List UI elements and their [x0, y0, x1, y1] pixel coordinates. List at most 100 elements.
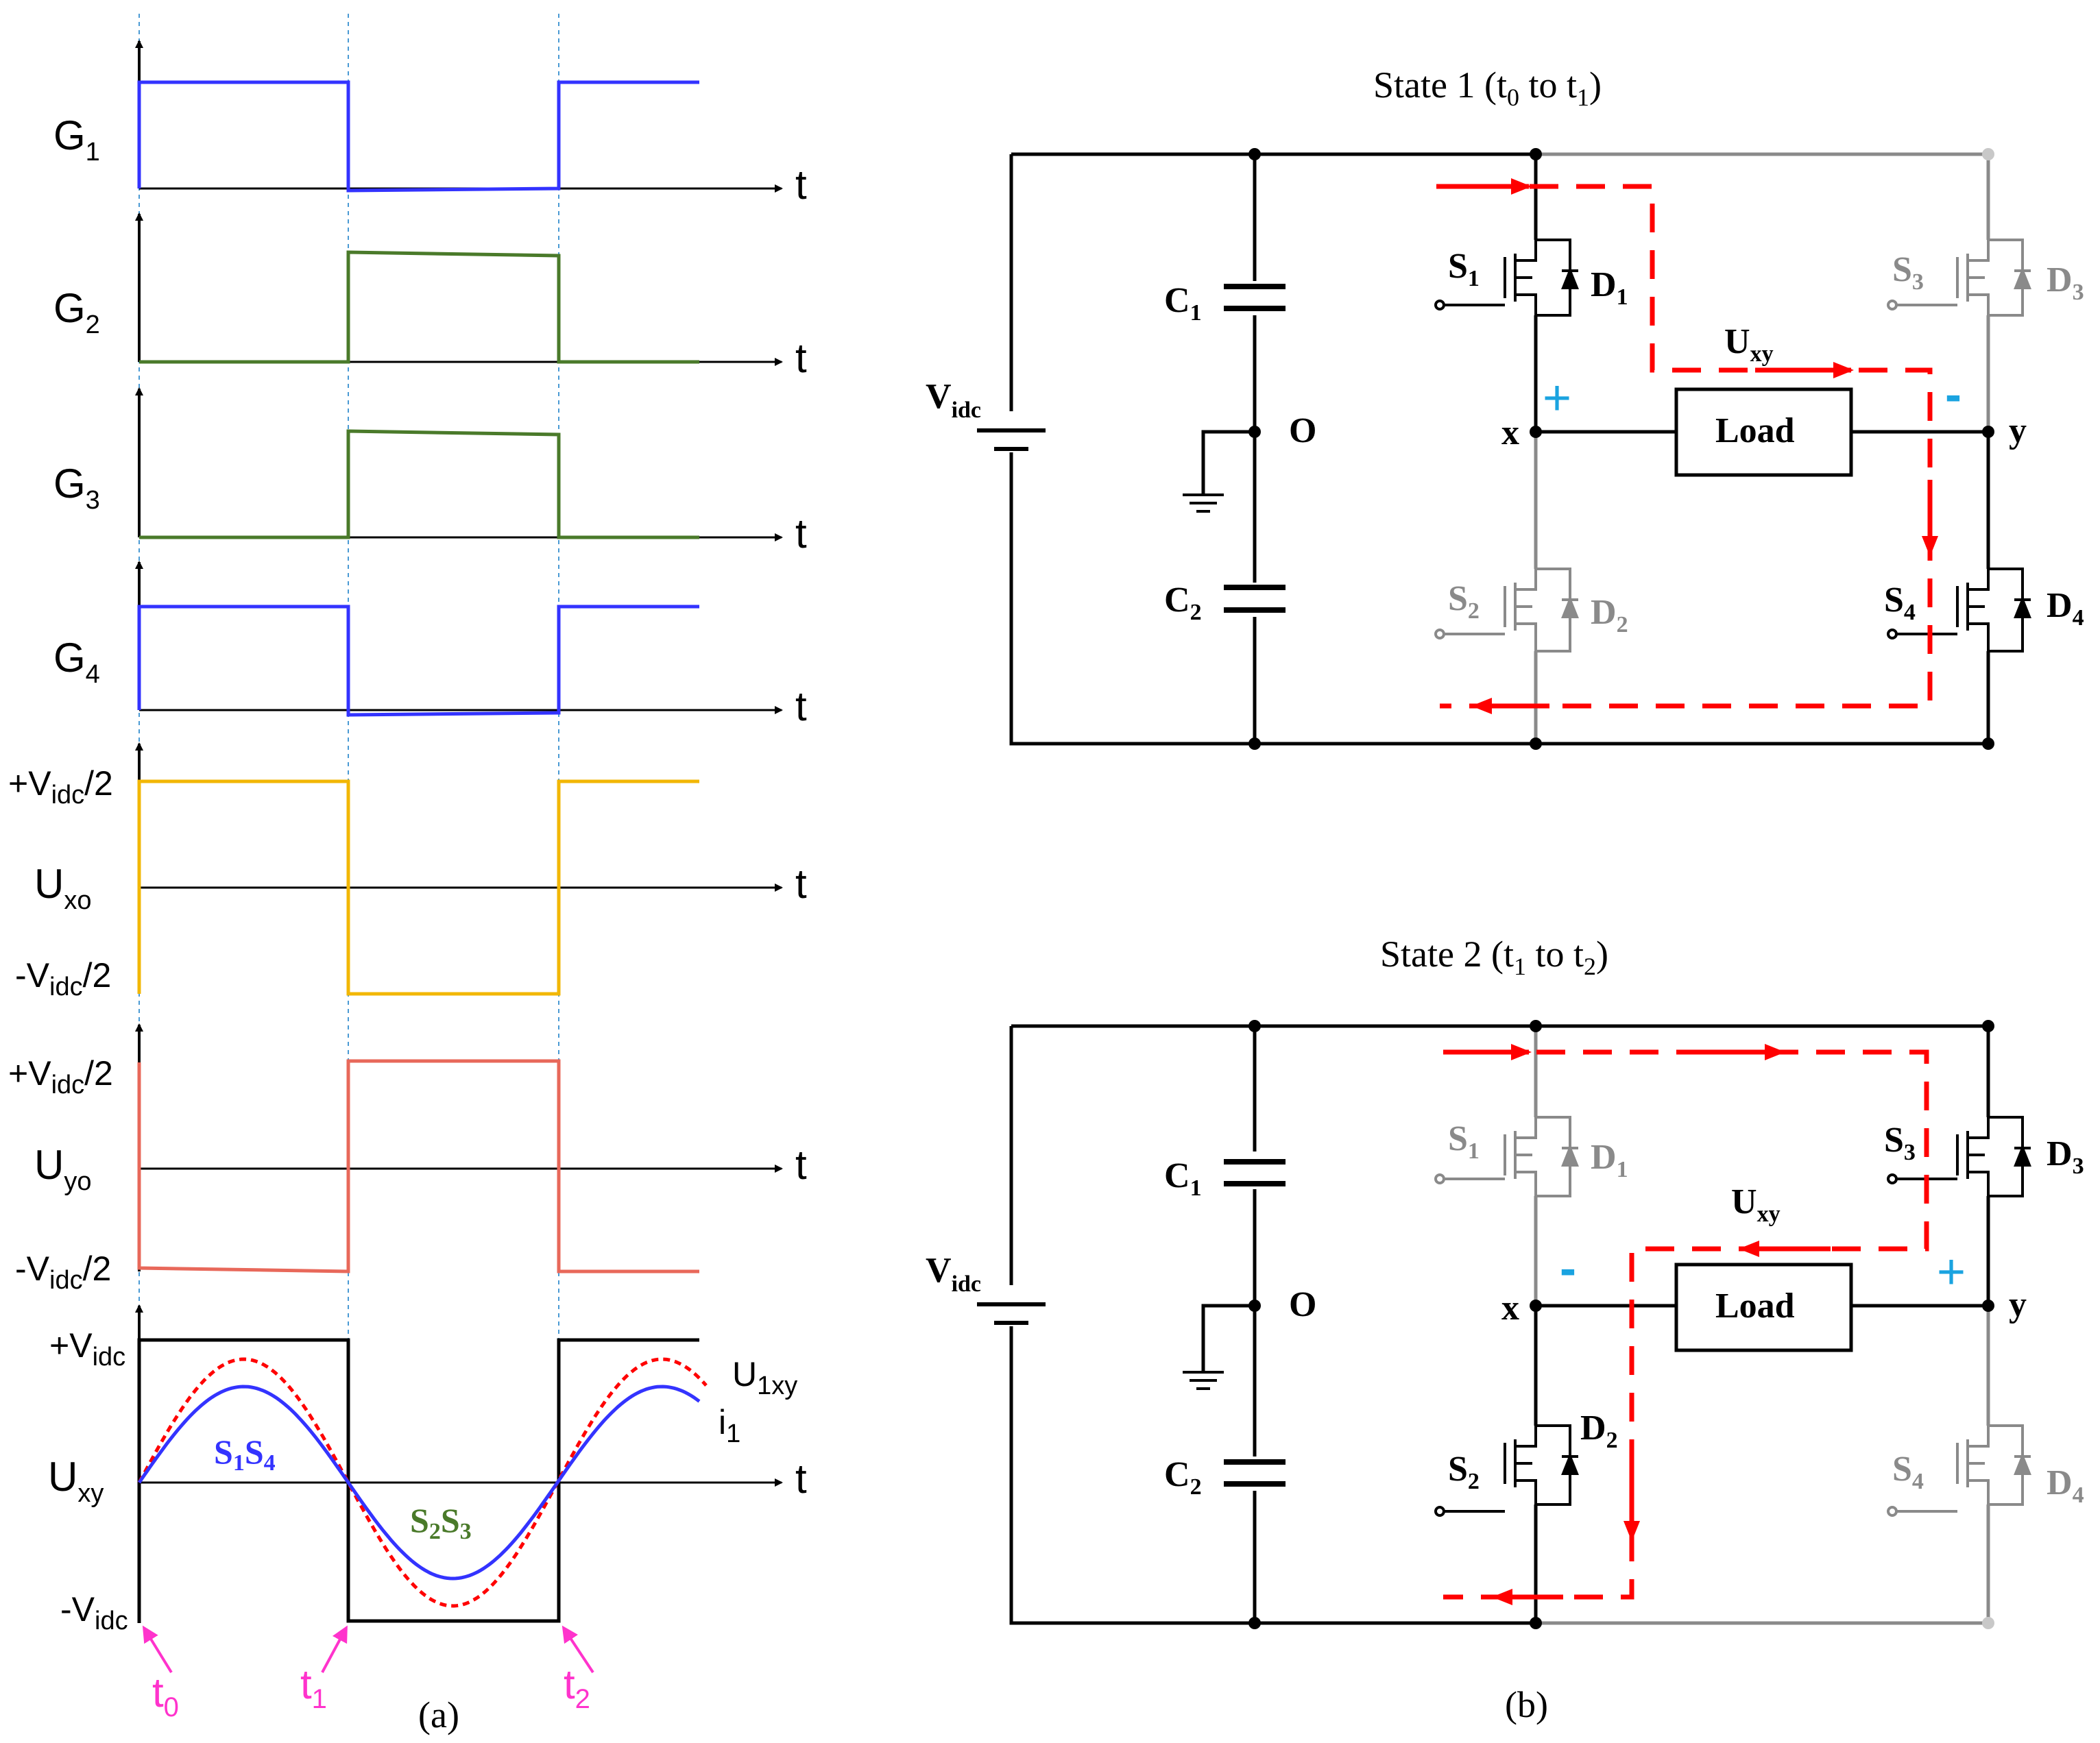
- current-label: i1: [719, 1403, 740, 1448]
- uyo-trace: +Vidc/2 Uyo -Vidc/2 t: [8, 1023, 807, 1295]
- uxy-label: Uxy: [48, 1454, 104, 1508]
- uyo-time-label: t: [795, 1142, 807, 1188]
- state2-d2-label: D2: [1580, 1409, 1618, 1453]
- state2-dc-source: Vidc: [926, 1251, 1046, 1326]
- uyo-label: Uyo: [34, 1142, 91, 1196]
- state1-nodes: [1248, 148, 1994, 750]
- g3-time-label: t: [795, 511, 807, 557]
- state1-d3-label: D3: [2047, 260, 2084, 305]
- state1-title: State 1 (t0 to t1): [1373, 64, 1602, 111]
- uxy-time-label: t: [795, 1456, 807, 1502]
- state2-switch-s3: [1887, 1116, 2031, 1197]
- state2-load-box: [1674, 1263, 1853, 1352]
- t2-arrow: [562, 1625, 594, 1674]
- state2-s2-label: S2: [1448, 1450, 1480, 1494]
- state2-midpoint-label: O: [1289, 1285, 1316, 1324]
- state1-d1-label: D1: [1591, 265, 1628, 310]
- uxo-trace: +Vidc/2 Uxo -Vidc/2 t: [8, 742, 807, 1001]
- state2-capacitors: C1 C2 O: [1164, 1156, 1316, 1500]
- state2-switch-s4: [1887, 1424, 2031, 1517]
- conduction-s1s4: S1S4: [214, 1433, 276, 1476]
- uxy-pos-label: +Vidc: [49, 1326, 125, 1372]
- state1-minus: -: [1945, 367, 1962, 422]
- state1-switch-s2: [1434, 568, 1579, 653]
- t1-label: t1: [300, 1661, 327, 1714]
- state2-s4-label: S4: [1892, 1450, 1924, 1494]
- state2-plus: +: [1937, 1245, 1966, 1300]
- state1-switch-s1: [1434, 239, 1579, 317]
- state2-uxy-label: Uxy: [1731, 1182, 1781, 1227]
- conduction-s2s3: S2S3: [410, 1501, 472, 1544]
- state2-node-x: x: [1501, 1289, 1519, 1328]
- g4-trace: G4 t: [53, 561, 807, 729]
- g2-trace: G2 t: [53, 212, 807, 381]
- state1-midpoint-label: O: [1289, 411, 1316, 450]
- state1-switch-s4: [1887, 568, 2031, 653]
- state2-minus: -: [1560, 1241, 1576, 1296]
- state1-d4-label: D4: [2047, 586, 2084, 631]
- state1-load-box: [1674, 387, 1853, 477]
- state1-s4-label: S4: [1884, 581, 1916, 625]
- uyo-pos-label: +Vidc/2: [8, 1054, 113, 1099]
- g3-label: G3: [53, 461, 100, 515]
- t0-label: t0: [152, 1670, 179, 1722]
- t0-arrow: [142, 1625, 173, 1674]
- state1-s1-label: S1: [1448, 247, 1480, 291]
- panel-label-b: (b): [1505, 1684, 1548, 1725]
- g1-label: G1: [53, 112, 100, 167]
- state2-c2-label: C2: [1164, 1455, 1202, 1500]
- state1-uxy-label: Uxy: [1724, 322, 1774, 367]
- state1-load-label: Load: [1715, 411, 1795, 450]
- state1-node-y: y: [2009, 411, 2027, 450]
- t1-arrow: [321, 1625, 348, 1673]
- uxo-neg-label: -Vidc/2: [15, 956, 111, 1001]
- state1-source-label: Vidc: [926, 377, 981, 423]
- state1-plus: +: [1543, 371, 1571, 426]
- state1-circuit: State 1 (t0 to t1) Vidc C1 C2 O: [926, 64, 2084, 750]
- t2-label: t2: [564, 1661, 590, 1714]
- uxy-trace: +Vidc Uxy -Vidc t U1xy i1 S1S4 S2S3: [48, 1304, 807, 1635]
- uxo-time-label: t: [795, 861, 807, 907]
- state2-switch-s2: [1434, 1424, 1579, 1517]
- state2-d3-label: D3: [2047, 1134, 2084, 1179]
- g4-label: G4: [53, 635, 100, 689]
- state1-node-x: x: [1501, 413, 1519, 452]
- fundamental-label: U1xy: [732, 1355, 797, 1400]
- state1-switch-s3: [1887, 239, 2031, 317]
- g2-time-label: t: [795, 335, 807, 381]
- state1-dc-source: Vidc: [926, 377, 1046, 452]
- panel-label-a: (a): [418, 1694, 459, 1735]
- state1-s2-label: S2: [1448, 579, 1480, 624]
- state2-load-label: Load: [1715, 1287, 1795, 1326]
- state2-c1-label: C1: [1164, 1156, 1202, 1201]
- state2-s3-label: S3: [1884, 1121, 1916, 1165]
- uxy-neg-label: -Vidc: [60, 1590, 128, 1635]
- g1-time-label: t: [795, 162, 807, 208]
- uyo-neg-label: -Vidc/2: [15, 1250, 111, 1295]
- state2-node-y: y: [2009, 1285, 2027, 1324]
- state1-capacitors: C1 C2 O: [1164, 281, 1316, 625]
- state2-s1-label: S1: [1448, 1119, 1480, 1164]
- current-curve: [137, 1385, 701, 1581]
- state2-d1-label: D1: [1591, 1138, 1628, 1182]
- state1-s3-label: S3: [1892, 250, 1924, 295]
- state2-ground-icon: [1183, 1371, 1224, 1390]
- uxo-label: Uxo: [34, 861, 91, 915]
- fundamental-curve: [137, 1357, 708, 1608]
- state1-c2-label: C2: [1164, 581, 1202, 625]
- state2-d4-label: D4: [2047, 1463, 2084, 1508]
- state1-d2-label: D2: [1591, 593, 1628, 637]
- time-markers: t0 t1 t2: [142, 1625, 594, 1722]
- state2-wiring: [1009, 1024, 1990, 1625]
- g3-trace: G3 t: [53, 387, 807, 557]
- state1-current-path: [1436, 178, 1938, 714]
- state1-c1-label: C1: [1164, 281, 1202, 326]
- g2-label: G2: [53, 285, 100, 339]
- state2-switch-s1: [1434, 1116, 1579, 1197]
- g4-time-label: t: [795, 683, 807, 729]
- state2-circuit: State 2 (t1 to t2) Vidc C1 C2 O: [926, 934, 2084, 1629]
- state2-nodes: [1248, 1020, 1994, 1629]
- state1-ground-icon: [1183, 493, 1224, 513]
- waveform-panel: G1 t G2 t G3 t G4 t: [8, 14, 807, 1735]
- uxo-pos-label: +Vidc/2: [8, 764, 113, 809]
